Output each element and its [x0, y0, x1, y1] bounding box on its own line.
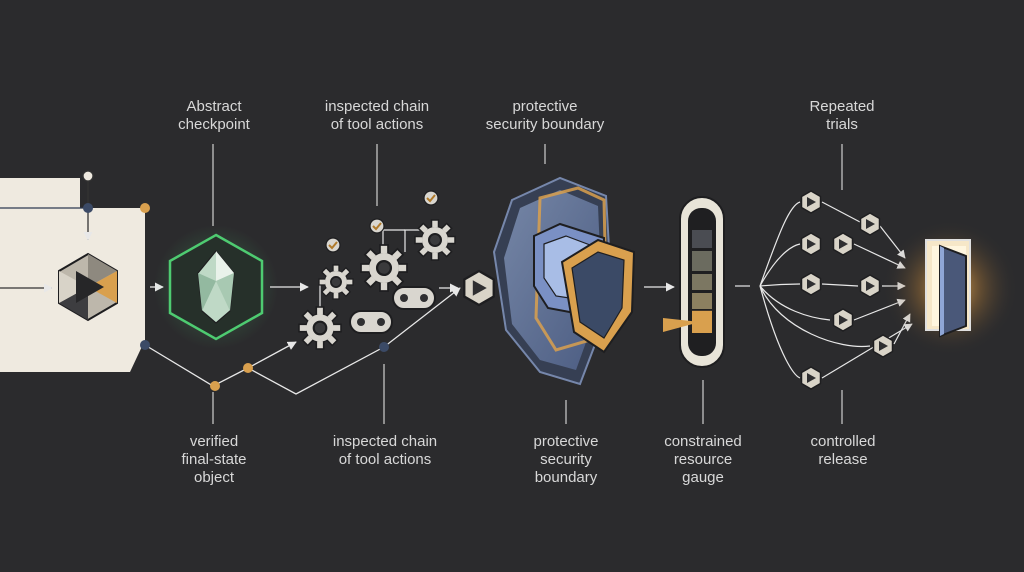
label-resource-gauge: constrained resource gauge	[664, 433, 742, 486]
start-node	[82, 170, 94, 182]
junction-node	[83, 203, 93, 213]
hexagon-play-icon	[463, 269, 495, 307]
gear-icon	[359, 243, 409, 293]
label-chain-top: inspected chain of tool actions	[324, 98, 430, 133]
junction-node	[243, 363, 253, 373]
door-icon	[925, 239, 971, 338]
junction-node	[379, 342, 389, 352]
chain-link-icon	[349, 286, 436, 334]
junction-node	[140, 340, 150, 350]
label-repeated-trials: Repeated trials	[809, 98, 875, 133]
gear-icon	[297, 305, 343, 351]
junction-node	[140, 203, 150, 213]
label-controlled-release: controlled release	[810, 433, 876, 468]
gauge-icon	[663, 196, 725, 368]
checkmark-icon	[325, 190, 439, 253]
label-verified-object: verified final-state object	[181, 433, 247, 486]
crystal-gem-icon	[168, 233, 264, 341]
gear-icon	[414, 219, 456, 261]
gear-icon	[318, 264, 354, 300]
label-abstract-checkpoint: Abstract checkpoint	[178, 98, 250, 133]
label-boundary-top: protective security boundary	[485, 98, 605, 133]
shield-icon	[492, 176, 636, 386]
trial-node-icon	[800, 190, 894, 390]
label-boundary-bottom: protective security boundary	[533, 433, 599, 486]
junction-node	[210, 381, 220, 391]
label-chain-bottom: inspected chain of tool actions	[332, 433, 438, 468]
hexagon-play-icon	[58, 252, 118, 322]
